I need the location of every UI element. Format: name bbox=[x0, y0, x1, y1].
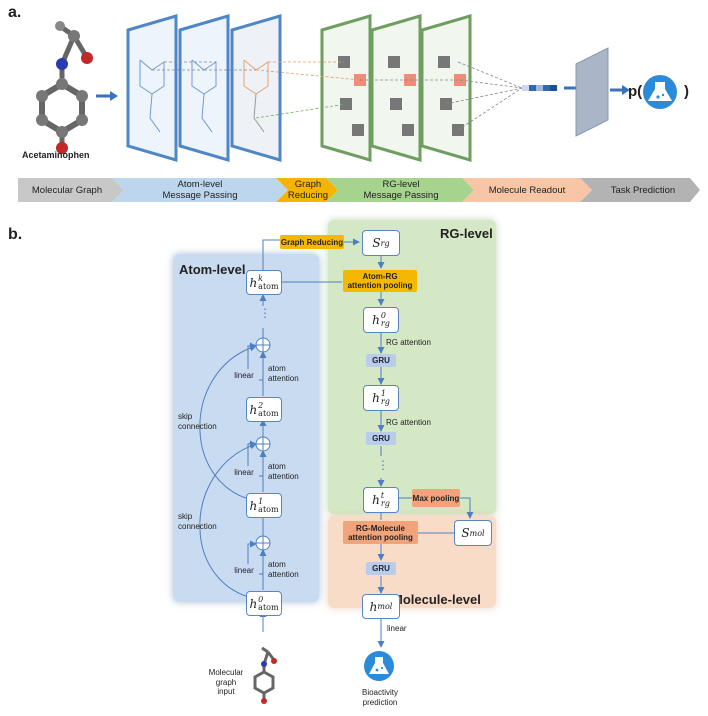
gru-chip-rg-2: GRU bbox=[366, 432, 396, 445]
stage-molecule-readout bbox=[462, 178, 592, 202]
pipeline-bar bbox=[18, 178, 700, 202]
graph-reducing-chip: Graph Reducing bbox=[280, 235, 344, 249]
acetaminophen-molecule-icon bbox=[36, 21, 93, 154]
prediction-label: p( bbox=[628, 83, 643, 100]
linear-chip-2: linear bbox=[229, 466, 259, 479]
sum-operators bbox=[255, 337, 271, 551]
rg-molecule-attention-pooling-chip: RG-Molecule attention pooling bbox=[343, 521, 418, 544]
stage-label-3: RG-level Message Passing bbox=[363, 179, 439, 201]
panel-a-label: a. bbox=[8, 4, 22, 21]
atom-ellipsis: ⋮ bbox=[259, 306, 271, 320]
atom-attention-label-3: atom attention bbox=[268, 364, 299, 383]
stage-label-0: Molecular Graph bbox=[31, 184, 103, 196]
skip-connection-label-1: skip connection bbox=[178, 512, 217, 531]
gru-chip-rg-1: GRU bbox=[366, 354, 396, 367]
skip-connection-label-2: skip connection bbox=[178, 412, 217, 431]
atom-rg-attention-pooling-chip: Atom-RG attention pooling bbox=[343, 270, 417, 292]
atom-attention-label-1: atom attention bbox=[268, 560, 299, 579]
acetaminophen-label: Acetaminophen bbox=[22, 150, 90, 160]
atom-level-title: Atom-level bbox=[179, 262, 246, 277]
rg-attention-label-2: RG attention bbox=[386, 418, 431, 427]
stage-atom-level bbox=[112, 178, 288, 202]
stage-molecular-graph bbox=[18, 178, 124, 202]
atom-layer-2 bbox=[178, 14, 230, 162]
prediction-close: ) bbox=[684, 83, 689, 100]
stage-label-1: Atom-level Message Passing bbox=[162, 179, 238, 201]
stage-label-5: Task Prediction bbox=[610, 184, 676, 196]
rg-attention-label-1: RG attention bbox=[386, 338, 431, 347]
linear-chip-3: linear bbox=[229, 369, 259, 382]
rg-level-title: RG-level bbox=[440, 226, 493, 241]
atom-layer-3 bbox=[230, 14, 282, 162]
panel-a-illustration bbox=[36, 14, 677, 162]
stage-rg-level bbox=[326, 178, 474, 202]
stage-graph-reducing bbox=[276, 178, 338, 202]
readout-vector bbox=[522, 85, 557, 91]
molecular-graph-input-label: Molecular graph input bbox=[208, 668, 244, 696]
gru-chip-mol: GRU bbox=[366, 562, 396, 575]
stage-label-4: Molecule Readout bbox=[488, 184, 566, 196]
rg-level-region bbox=[328, 220, 496, 514]
atom-attention-label-2: atom attention bbox=[268, 462, 299, 481]
linear-output-label: linear bbox=[387, 624, 407, 633]
atom-layer-1 bbox=[126, 14, 178, 162]
stage-task-prediction bbox=[580, 178, 700, 202]
bioactivity-flask-icon bbox=[364, 651, 394, 681]
input-molecule-icon bbox=[253, 646, 277, 704]
stage-label-2: Graph Reducing bbox=[287, 179, 329, 201]
max-pooling-chip: Max pooling bbox=[412, 489, 460, 507]
linear-chip-1: linear bbox=[229, 564, 259, 577]
panel-b-label: b. bbox=[8, 226, 23, 243]
rg-ellipsis: ⋮ bbox=[377, 458, 389, 472]
molecule-level-title: Molecule-level bbox=[392, 592, 481, 607]
bioactivity-prediction-label: Bioactivity prediction bbox=[361, 688, 398, 707]
flask-icon bbox=[643, 75, 677, 109]
atom-level-region bbox=[173, 254, 319, 602]
